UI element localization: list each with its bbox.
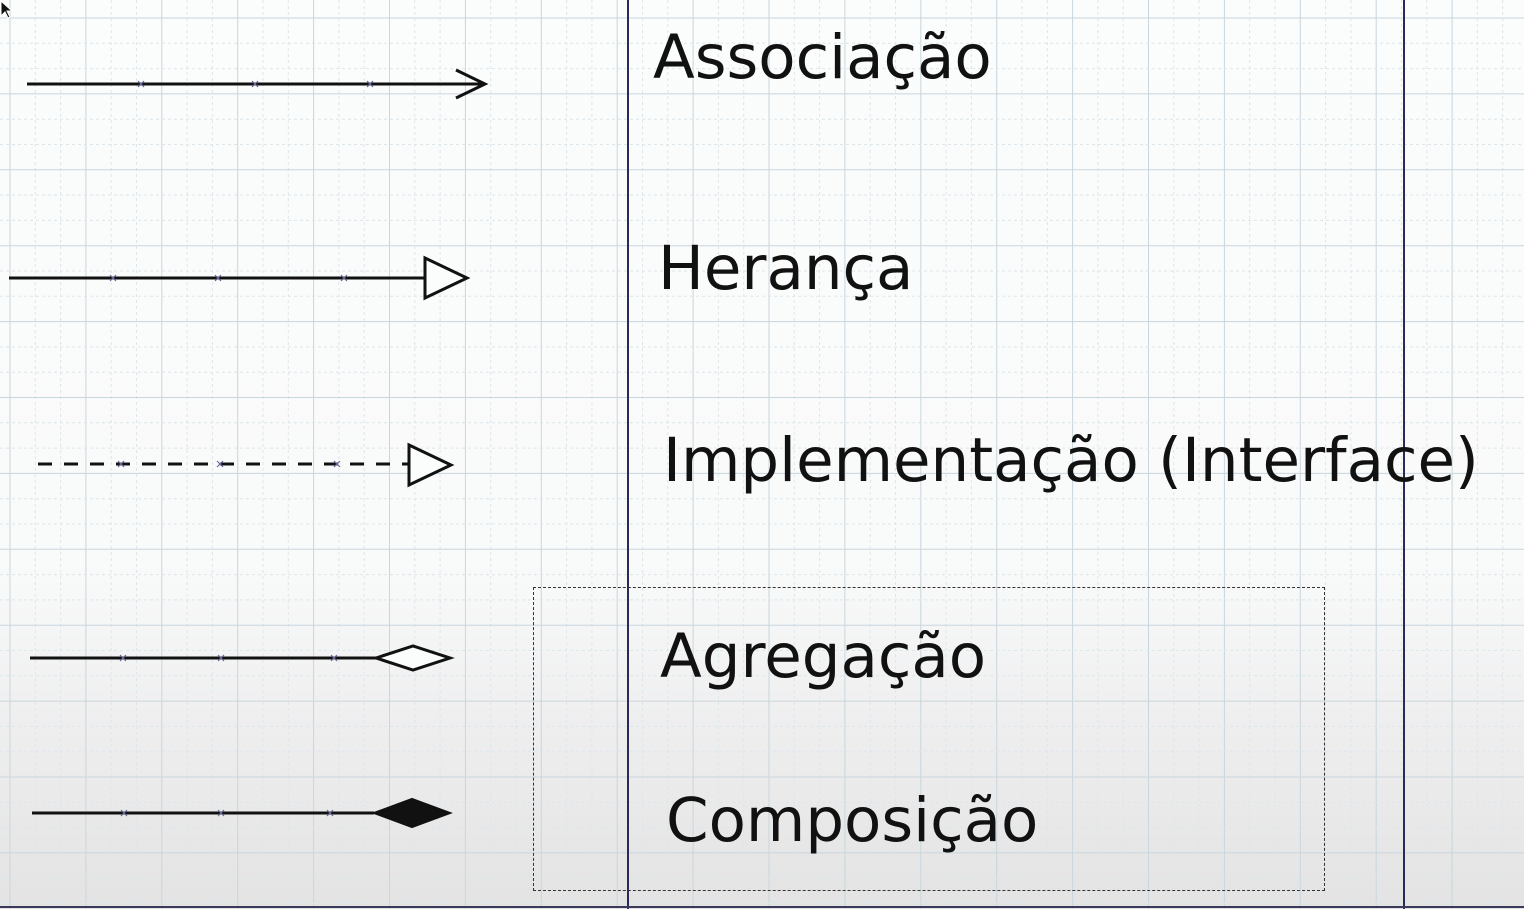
hollow-triangle-icon (423, 255, 471, 301)
mouse-cursor-icon (0, 0, 14, 19)
hollow-diamond-icon (371, 644, 455, 672)
guide-line-left (627, 0, 629, 909)
composition-connector[interactable] (32, 797, 453, 829)
label-association[interactable]: Associação (653, 22, 992, 93)
waypoint-markers (117, 460, 341, 468)
association-connector[interactable] (27, 68, 489, 100)
waypoint-markers (109, 274, 348, 282)
waypoint-markers (120, 809, 334, 817)
waypoint-markers (119, 654, 338, 662)
canvas-bottom-edge (0, 906, 1524, 908)
filled-diamond-icon (371, 797, 453, 829)
label-inheritance[interactable]: Herança (658, 233, 914, 304)
open-arrow-icon (455, 68, 489, 100)
waypoint-markers (137, 80, 374, 88)
label-implementation[interactable]: Implementação (Interface) (663, 425, 1479, 496)
label-composition[interactable]: Composição (666, 785, 1039, 856)
selection-box[interactable] (533, 587, 1325, 891)
implementation-connector[interactable] (38, 442, 455, 488)
label-aggregation[interactable]: Agregação (660, 621, 987, 692)
aggregation-connector[interactable] (30, 644, 455, 672)
hollow-triangle-icon (407, 442, 455, 488)
guide-line-right (1403, 0, 1405, 909)
inheritance-connector[interactable] (9, 255, 471, 301)
